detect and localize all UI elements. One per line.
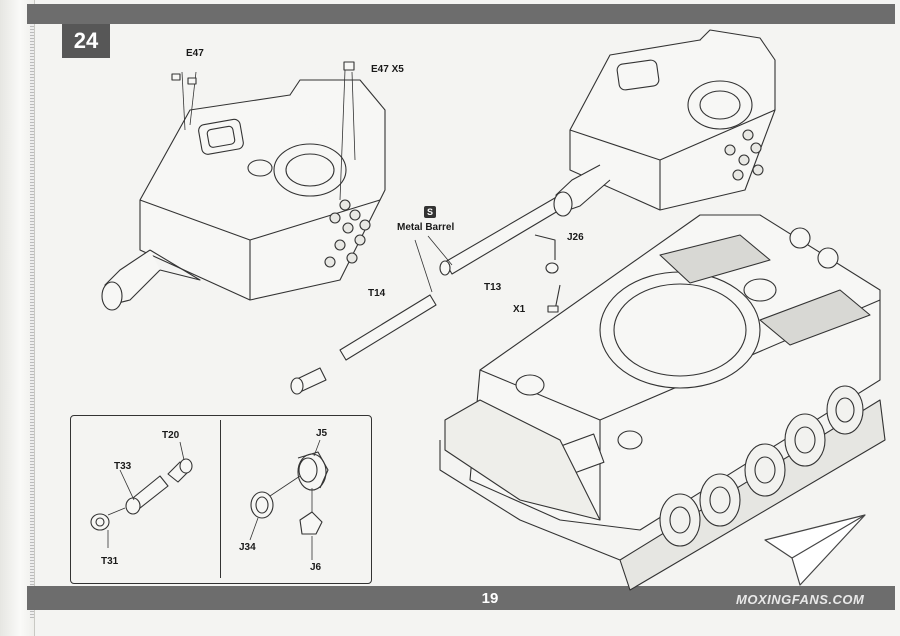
label-metal-barrel: Metal Barrel (397, 222, 455, 233)
label-t33: T33 (114, 461, 132, 472)
inset-left-drawing (90, 441, 193, 548)
label-t14: T14 (368, 288, 386, 299)
label-x1: X1 (513, 304, 526, 315)
turret-drawing-left (101, 61, 386, 311)
page-binding (0, 0, 35, 636)
barrel-parts-drawing (290, 193, 569, 395)
label-t31: T31 (101, 556, 119, 567)
inset-divider (220, 420, 221, 578)
label-t20: T20 (162, 430, 180, 441)
page-number: 19 (481, 589, 499, 607)
label-j5: J5 (316, 428, 328, 439)
metal-part-icon: S (424, 206, 436, 218)
hull-drawing (439, 214, 886, 591)
turret-drawing-right (553, 29, 776, 217)
detail-inset-box (70, 415, 372, 584)
label-t13: T13 (484, 282, 502, 293)
paper-plane-logo (764, 514, 866, 586)
header-bar (27, 4, 895, 24)
watermark-logo-text: MOXINGFANS.COM (736, 591, 865, 607)
label-j6: J6 (310, 562, 322, 573)
label-e47-x5: E47 X5 (371, 64, 404, 75)
page-leaf-edges (30, 8, 34, 618)
label-j34: J34 (239, 542, 256, 553)
label-e47: E47 (186, 48, 204, 59)
label-j26: J26 (567, 232, 584, 243)
footer-bar (27, 586, 895, 610)
inset-right-drawing (249, 439, 329, 560)
step-number: 24 (62, 24, 110, 58)
